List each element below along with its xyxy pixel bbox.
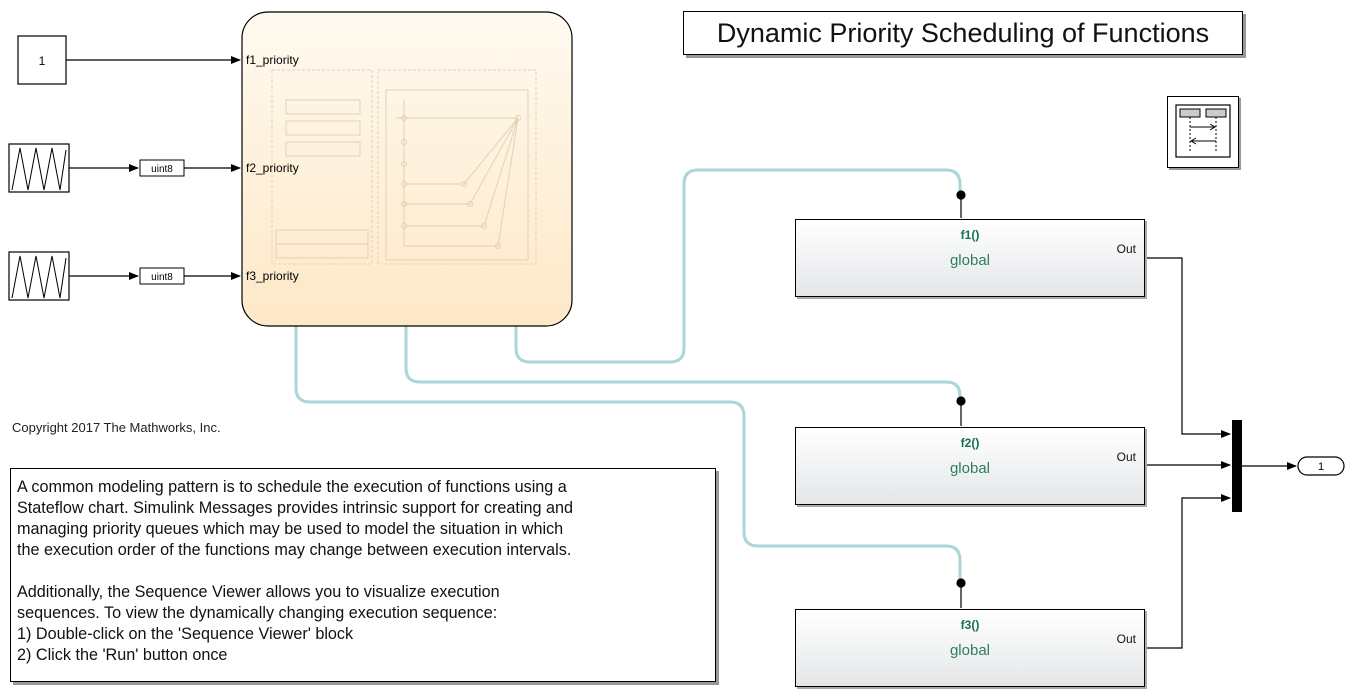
convert2-label: uint8 xyxy=(151,272,173,283)
function-name: f3() xyxy=(960,618,980,632)
convert1-label: uint8 xyxy=(151,164,173,175)
copyright-text: Copyright 2017 The Mathworks, Inc. xyxy=(12,420,221,435)
function-block-f3[interactable]: f3() global Out xyxy=(795,609,1145,687)
function-scope: global xyxy=(949,642,991,659)
function-block-f1[interactable]: f1() global Out xyxy=(795,219,1145,297)
message-line-f3 xyxy=(294,326,962,584)
message-line-f2 xyxy=(404,326,962,402)
outport-label: 1 xyxy=(1318,461,1324,473)
diagram-title: Dynamic Priority Scheduling of Functions xyxy=(683,11,1243,55)
convert-block-1[interactable]: uint8 xyxy=(139,159,185,177)
function-out-port: Out xyxy=(1116,632,1136,646)
constant-block[interactable]: 1 xyxy=(17,35,67,85)
function-scope: global xyxy=(949,252,991,269)
output-wires xyxy=(1144,257,1297,649)
message-line-f1 xyxy=(514,168,962,364)
description-line: sequences. To view the dynamically chang… xyxy=(17,604,498,622)
description-line: A common modeling pattern is to schedule… xyxy=(17,478,567,496)
description-line: 2) Click the 'Run' button once xyxy=(17,646,228,664)
description-line: Stateflow chart. Simulink Messages provi… xyxy=(17,499,574,517)
description-line: Additionally, the Sequence Viewer allows… xyxy=(17,583,500,601)
function-name: f2() xyxy=(960,436,980,450)
signal-source-1[interactable] xyxy=(8,143,70,193)
description-annotation: A common modeling pattern is to schedule… xyxy=(10,468,716,682)
sequence-viewer-block[interactable] xyxy=(1167,96,1239,168)
description-paragraph-1: A common modeling pattern is to schedule… xyxy=(17,477,709,561)
description-line: the execution order of the functions may… xyxy=(17,541,572,559)
function-block-f2[interactable]: f2() global Out xyxy=(795,427,1145,505)
function-scope: global xyxy=(949,460,991,477)
outport-block[interactable]: 1 xyxy=(1297,456,1345,476)
chart-input-f1-priority: f1_priority xyxy=(246,53,299,67)
description-paragraph-2: Additionally, the Sequence Viewer allows… xyxy=(17,582,709,666)
description-line: 1) Double-click on the 'Sequence Viewer'… xyxy=(17,625,354,643)
signal-source-2[interactable] xyxy=(8,251,70,301)
chart-input-f2-priority: f2_priority xyxy=(246,161,299,175)
function-name: f1() xyxy=(960,228,980,242)
stateflow-chart[interactable]: f1_priority f2_priority f3_priority xyxy=(241,11,573,327)
function-triggers xyxy=(956,190,966,608)
function-out-port: Out xyxy=(1116,450,1136,464)
mux-block[interactable] xyxy=(1232,420,1242,512)
convert-block-2[interactable]: uint8 xyxy=(139,267,185,285)
constant-value: 1 xyxy=(39,54,46,68)
sequence-viewer-icon xyxy=(1175,104,1231,158)
message-lines xyxy=(294,168,962,584)
description-line: managing priority queues which may be us… xyxy=(17,520,564,538)
chart-preview xyxy=(271,69,537,265)
function-out-port: Out xyxy=(1116,242,1136,256)
chart-input-f3-priority: f3_priority xyxy=(246,269,299,283)
